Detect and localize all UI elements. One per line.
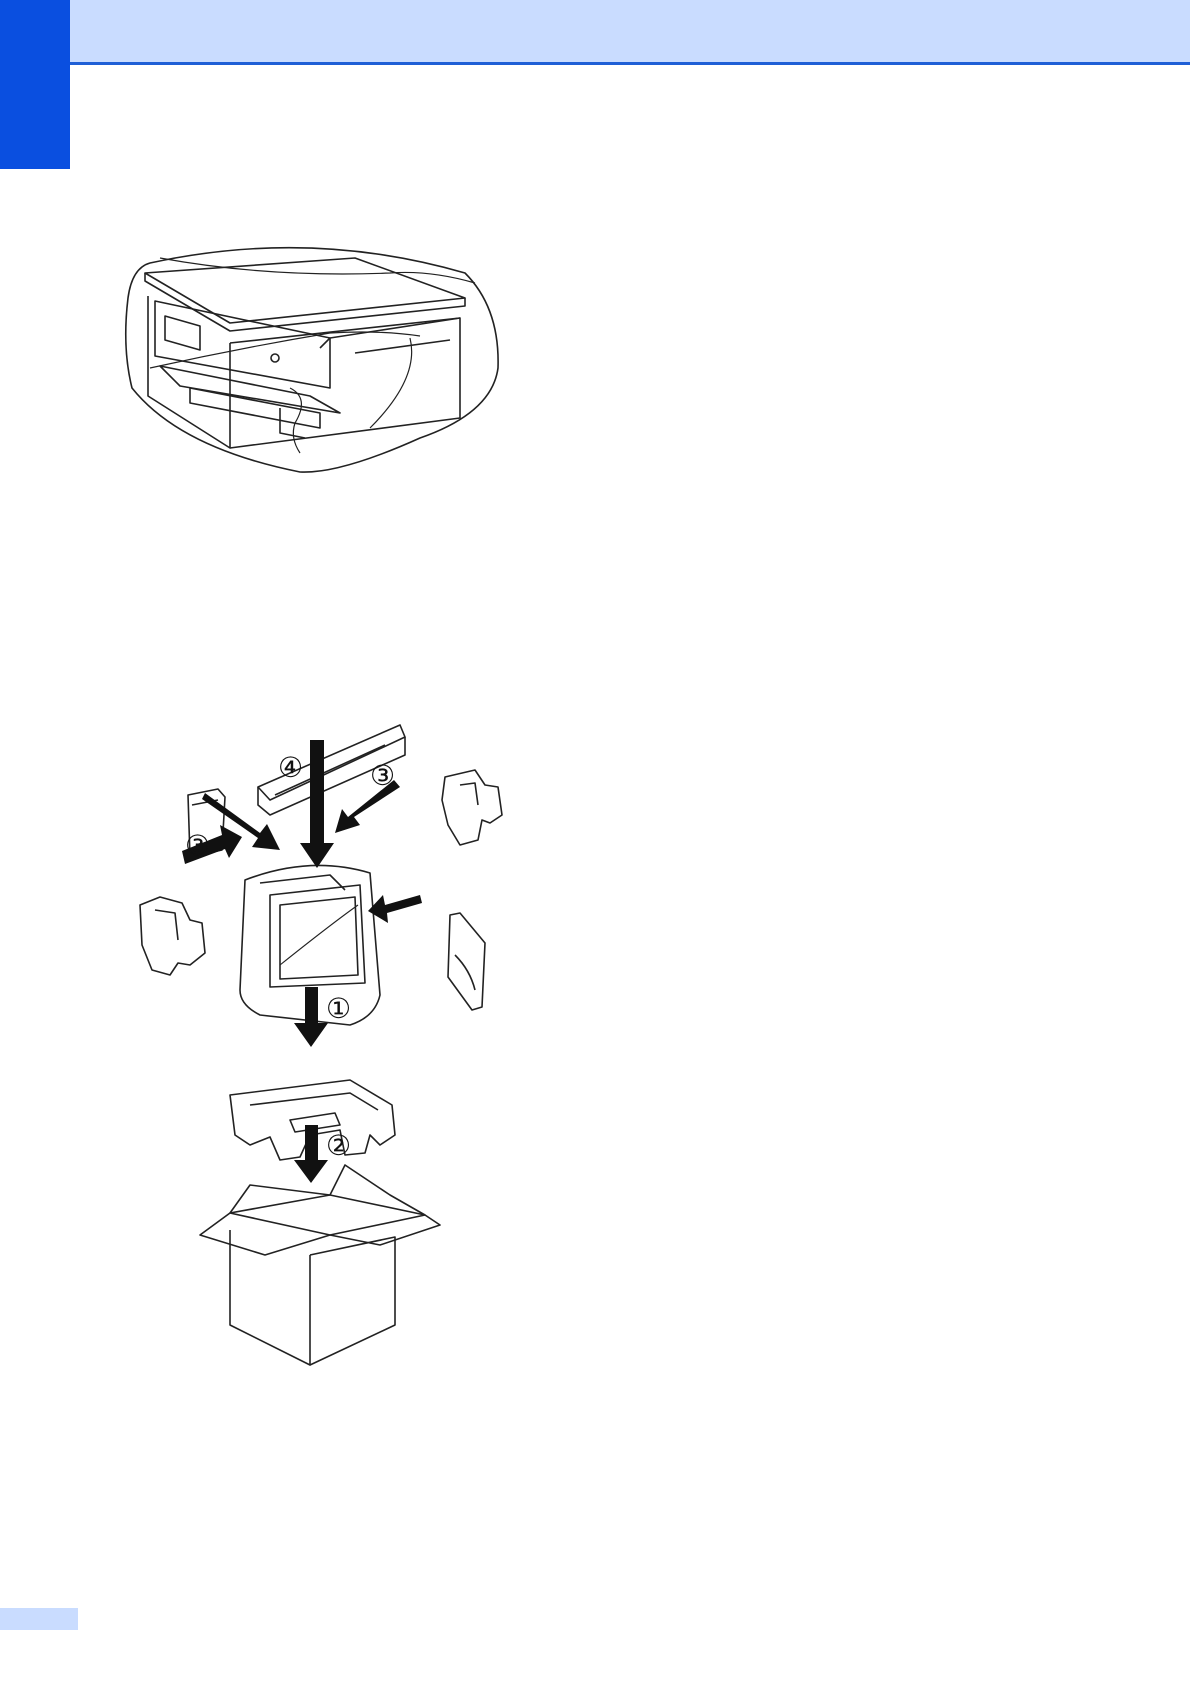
step-label-two: ② xyxy=(326,1129,351,1162)
printer-repacking-illustration: ④ ③ ③ ① ② xyxy=(130,725,510,1445)
step-label-three-right: ③ xyxy=(370,759,395,792)
printer-in-plastic-bag-illustration xyxy=(120,238,510,478)
step-label-three-left: ③ xyxy=(185,829,210,862)
step-label-four: ④ xyxy=(278,751,303,784)
page-number-tab xyxy=(0,1608,78,1630)
chapter-side-tab xyxy=(0,0,70,169)
header-band xyxy=(0,0,1190,65)
step-label-one: ① xyxy=(326,992,351,1025)
